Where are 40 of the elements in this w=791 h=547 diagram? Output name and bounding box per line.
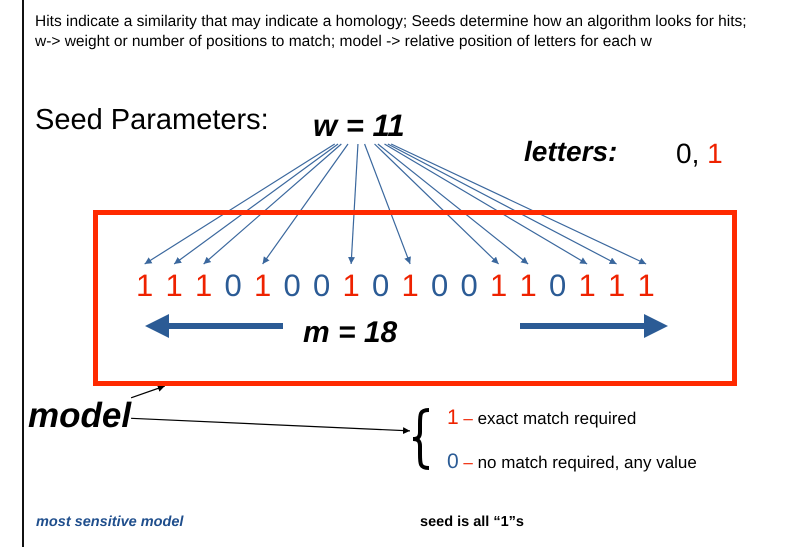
- length-label: m = 18: [303, 316, 398, 350]
- arrow: [130, 385, 166, 398]
- seed-digit: 0: [431, 268, 448, 304]
- legend-text: 1 – exact match required: [447, 406, 636, 430]
- caption-text: seed is all “1”s: [420, 514, 524, 530]
- legend-text: 0 – no match required, any value: [447, 450, 697, 474]
- weight-label: w = 11: [313, 108, 405, 144]
- seed-digit: 0: [224, 268, 242, 304]
- heading-text: Seed Parameters:: [35, 104, 269, 137]
- arrow: [203, 144, 342, 264]
- seed-digit: 1: [254, 268, 272, 304]
- arrow: [131, 418, 410, 434]
- seed-digit: 0: [284, 268, 301, 304]
- model-label: model: [28, 396, 132, 436]
- arrow: [374, 144, 500, 264]
- note-text: Hits indicate a similarity that may indicate a homology; Seeds determine how an algorithm looks for hits; w-> weight or number of positions to match; model -> relative position of letters for each w: [35, 12, 748, 52]
- seed-digit: 1: [578, 268, 596, 304]
- seed-digit: 0: [460, 268, 478, 304]
- arrow: [364, 144, 411, 264]
- seed-digit: 1: [402, 268, 419, 304]
- seed-digit: 1: [638, 268, 655, 304]
- letters-label: letters:: [524, 136, 618, 168]
- arrow: [348, 144, 359, 264]
- caption-text: most sensitive model: [36, 514, 184, 530]
- seed-digit: 1: [136, 268, 154, 304]
- arrow: [262, 144, 348, 264]
- letters-value: 0, 1: [676, 138, 723, 170]
- model-frame: [93, 210, 737, 386]
- seed-digit: 1: [166, 268, 183, 304]
- seed-digit: 1: [490, 268, 508, 304]
- seed-digit: 1: [195, 268, 212, 304]
- seed-digit: 0: [313, 268, 330, 304]
- seed-digit: 1: [520, 268, 537, 304]
- seed-digit: 1: [608, 268, 626, 304]
- arrow: [377, 144, 528, 264]
- seed-digit: 0: [372, 268, 390, 304]
- seed-digit: 0: [549, 268, 566, 304]
- arrow: [174, 144, 338, 264]
- seed-digit: 1: [342, 268, 360, 304]
- arrow: [144, 144, 336, 264]
